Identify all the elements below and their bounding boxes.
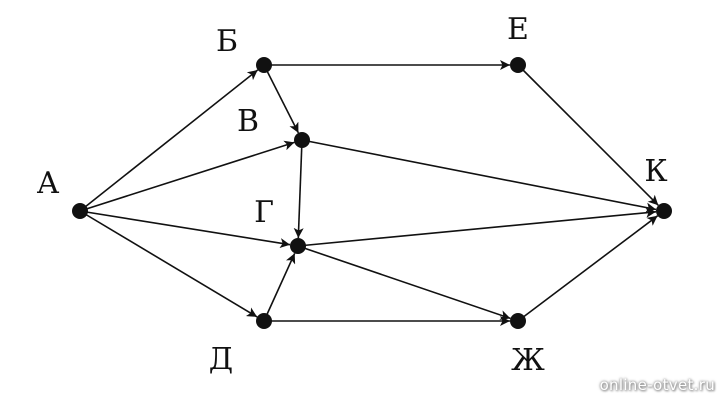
edge-a-d xyxy=(79,210,258,318)
edge-b-v xyxy=(263,64,300,134)
node-d xyxy=(256,313,272,329)
nodes xyxy=(72,57,672,329)
edge-zh-k xyxy=(517,215,659,322)
edge-g-zh xyxy=(297,245,511,320)
node-v xyxy=(294,132,310,148)
edge-v-k xyxy=(301,139,657,213)
node-labels: А Б В Г Д Е Ж К xyxy=(37,12,668,378)
node-e xyxy=(510,57,526,73)
edge-g-k xyxy=(297,207,657,247)
node-label-e: Е xyxy=(507,12,529,47)
node-label-a: А xyxy=(37,166,60,201)
edge-d-g xyxy=(263,252,296,322)
edge-v-g xyxy=(293,139,304,239)
edges xyxy=(79,60,659,326)
node-label-g: Г xyxy=(254,195,274,230)
node-a xyxy=(72,203,88,219)
edge-e-k xyxy=(517,64,659,206)
node-label-d: Д xyxy=(209,342,233,377)
watermark: online-otvet.ru xyxy=(599,376,715,394)
edge-a-g xyxy=(79,210,291,249)
edge-a-v xyxy=(79,140,295,212)
node-g xyxy=(290,238,306,254)
node-label-k: К xyxy=(644,154,667,189)
node-b xyxy=(256,57,272,73)
node-label-b: Б xyxy=(216,24,238,59)
node-k xyxy=(656,203,672,219)
node-zh xyxy=(510,313,526,329)
edge-a-b xyxy=(79,69,259,212)
node-label-zh: Ж xyxy=(511,343,545,378)
node-label-v: В xyxy=(237,104,259,139)
